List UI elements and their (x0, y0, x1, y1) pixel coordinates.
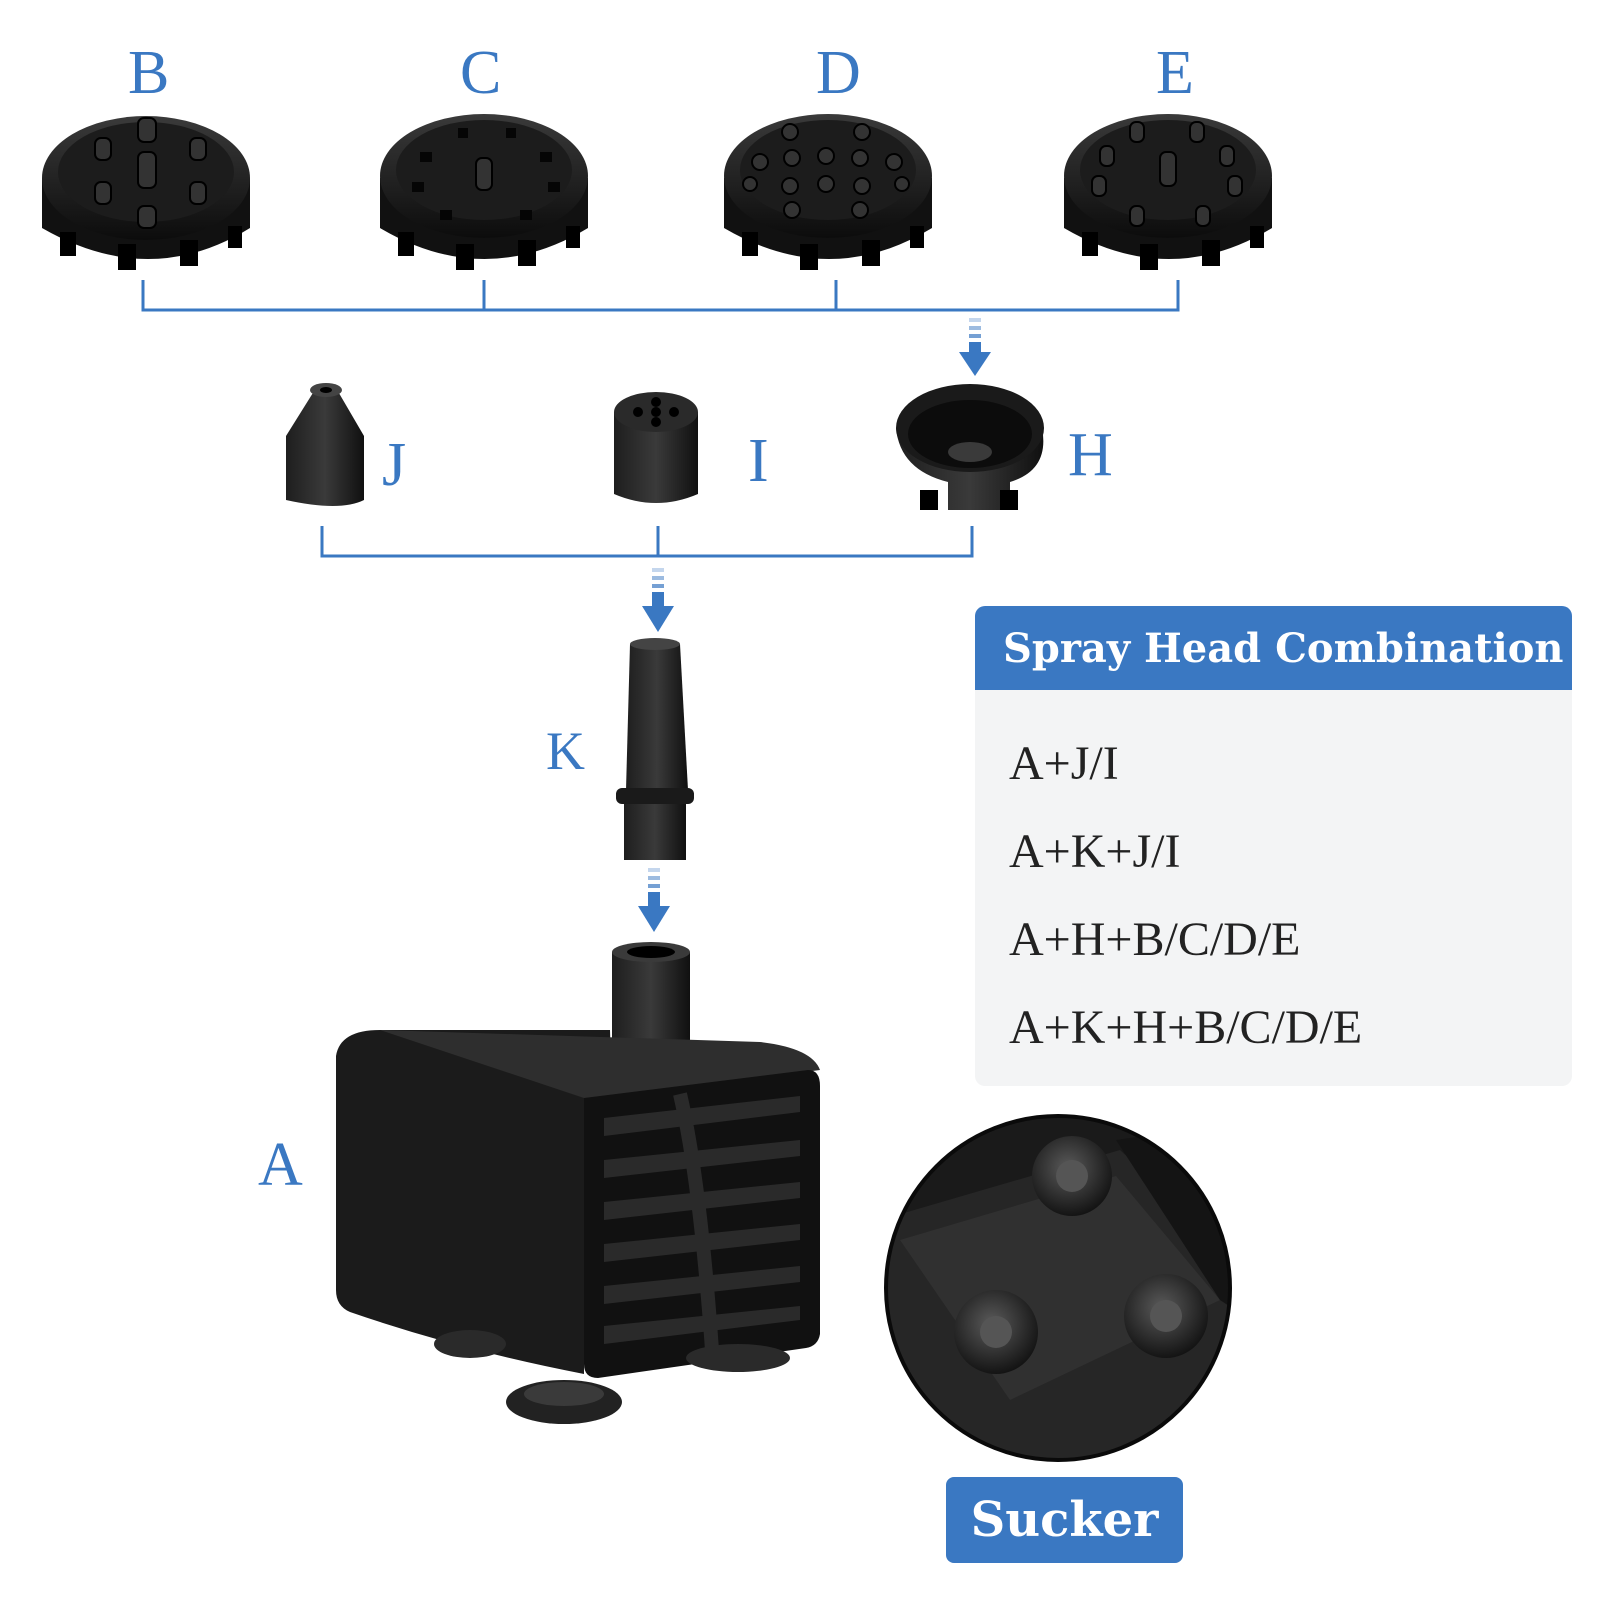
connector-h (896, 384, 1044, 510)
combination-title: Spray Head Combination (975, 606, 1572, 690)
label-b: B (128, 39, 170, 107)
sucker-label: Sucker (946, 1477, 1183, 1563)
extension-tube-k (616, 638, 694, 860)
nozzle-disc-c (380, 114, 588, 270)
label-e: E (1156, 39, 1194, 107)
nozzle-disc-d (724, 114, 932, 270)
spray-head-combination-panel: Spray Head Combination A+J/I A+K+J/I A+H… (975, 606, 1572, 1086)
combination-item: A+K+J/I (1009, 825, 1181, 878)
sucker-detail-view (884, 1114, 1232, 1462)
middle-bracket (320, 526, 974, 558)
pump-a (336, 942, 820, 1424)
label-k: K (546, 721, 585, 781)
label-j: J (382, 431, 407, 499)
label-h: H (1068, 421, 1113, 489)
arrow-down-icon (959, 318, 991, 376)
nozzle-disc-b (42, 116, 250, 270)
nozzle-j (286, 383, 364, 506)
label-c: C (460, 39, 502, 107)
label-i: I (748, 427, 769, 495)
combination-item: A+K+H+B/C/D/E (1009, 1001, 1363, 1054)
arrow-down-icon (642, 568, 674, 632)
top-bracket (141, 280, 1180, 312)
label-a: A (258, 1131, 303, 1199)
label-d: D (816, 39, 861, 107)
combination-list: A+J/I A+K+J/I A+H+B/C/D/E A+K+H+B/C/D/E (975, 690, 1572, 1072)
nozzle-disc-e (1064, 114, 1272, 270)
combination-item: A+H+B/C/D/E (1009, 913, 1301, 966)
combination-item: A+J/I (1009, 737, 1119, 790)
arrow-down-icon (638, 868, 670, 932)
nozzle-i (614, 392, 698, 503)
